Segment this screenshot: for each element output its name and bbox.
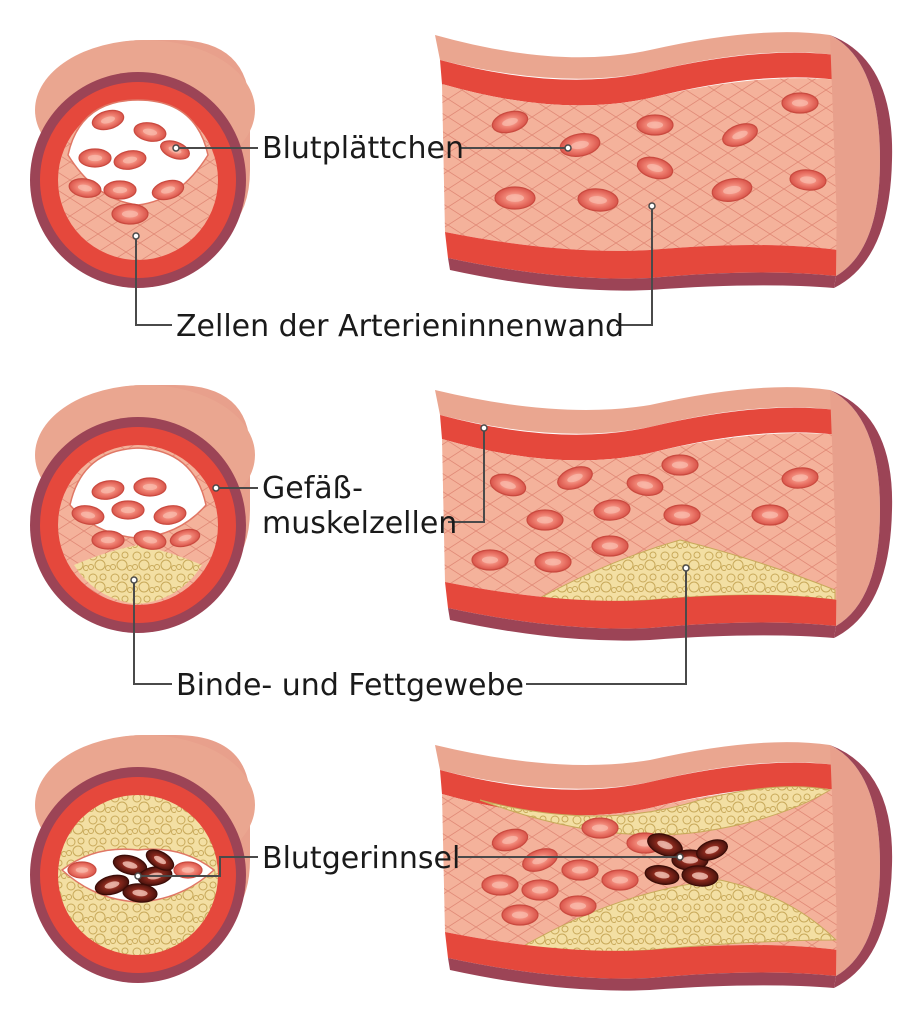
blood-cell <box>501 904 539 926</box>
blood-cell <box>663 504 701 526</box>
clot-cell <box>112 854 148 876</box>
blood-cell <box>71 505 105 525</box>
blood-cell <box>489 473 527 497</box>
blood-cell <box>591 535 629 557</box>
label-platelets: Blutplättchen <box>262 131 464 166</box>
blood-cell <box>68 178 102 198</box>
blood-cell <box>626 474 664 496</box>
leader-dot <box>648 202 656 210</box>
leader-dot <box>212 484 220 492</box>
label-clot: Blutgerinnsel <box>262 841 460 876</box>
cross-section-clotted <box>30 735 255 983</box>
blood-cell <box>781 92 819 114</box>
blood-cell <box>661 454 699 476</box>
blood-cell <box>481 874 519 896</box>
blood-cell <box>593 499 631 521</box>
blood-cell <box>111 500 145 520</box>
blood-cell <box>494 186 536 210</box>
label-inner-wall: Zellen der Arterieninnenwand <box>176 309 624 344</box>
blood-cell <box>521 879 559 901</box>
blood-cell <box>534 551 572 573</box>
clot-cell <box>122 883 158 903</box>
labels: Blutplättchen Zellen der Arterieninnenwa… <box>176 131 624 876</box>
panel-early-plaque <box>30 385 893 641</box>
blood-cell <box>133 477 167 497</box>
blood-cell <box>91 109 125 131</box>
blood-cell <box>557 466 593 490</box>
leader-dot <box>480 424 488 432</box>
blood-cell <box>133 122 167 142</box>
blood-cell <box>151 179 185 201</box>
clot-cell <box>644 865 680 885</box>
blood-cell <box>751 504 789 526</box>
blood-cell <box>577 188 619 212</box>
blood-cell <box>526 509 564 531</box>
label-tissue: Binde- und Fettgewebe <box>176 668 524 703</box>
blood-cell <box>491 110 529 134</box>
clot-cell <box>145 849 175 871</box>
leader-tissue <box>133 568 687 685</box>
blood-cell <box>636 114 674 136</box>
blood-cell <box>711 178 753 202</box>
blood-cell <box>133 530 167 550</box>
blood-cell <box>471 549 509 571</box>
clot-cell <box>681 865 719 887</box>
blood-cell <box>173 861 203 879</box>
blood-cell <box>601 869 639 891</box>
blood-cell <box>67 861 97 879</box>
blood-cell <box>91 530 125 550</box>
blood-cell <box>559 895 597 917</box>
leader-clot <box>138 856 680 877</box>
clot-cell <box>696 839 728 861</box>
leader-dot <box>172 144 180 152</box>
blood-cell <box>169 528 201 548</box>
leader-muscle <box>216 428 485 523</box>
label-muscle-line2: muskelzellen <box>262 506 457 541</box>
blood-cell <box>491 828 529 852</box>
leader-dot <box>130 576 138 584</box>
leader-dot <box>676 853 684 861</box>
blood-cell <box>722 123 758 147</box>
longitudinal-section-clotted <box>435 742 893 991</box>
leader-inner-wall <box>135 206 653 326</box>
leader-dot <box>564 144 572 152</box>
blood-cell <box>91 480 125 500</box>
leader-dot <box>134 872 142 880</box>
blood-cell <box>103 180 137 200</box>
blood-cell <box>113 150 147 170</box>
label-muscle-line1: Gefäß- <box>262 471 363 506</box>
blood-cell <box>789 169 827 191</box>
blood-cell <box>153 505 187 525</box>
blood-cell <box>581 817 619 839</box>
leader-lines <box>130 144 690 880</box>
clot-cell <box>94 874 130 896</box>
blood-cell <box>781 467 819 489</box>
leader-dot <box>682 564 690 572</box>
leader-dot <box>132 232 140 240</box>
blood-cell <box>561 859 599 881</box>
panel-clotted <box>30 735 893 991</box>
blood-cell <box>636 156 674 180</box>
blood-cell <box>78 148 112 168</box>
blood-cell <box>111 203 149 225</box>
